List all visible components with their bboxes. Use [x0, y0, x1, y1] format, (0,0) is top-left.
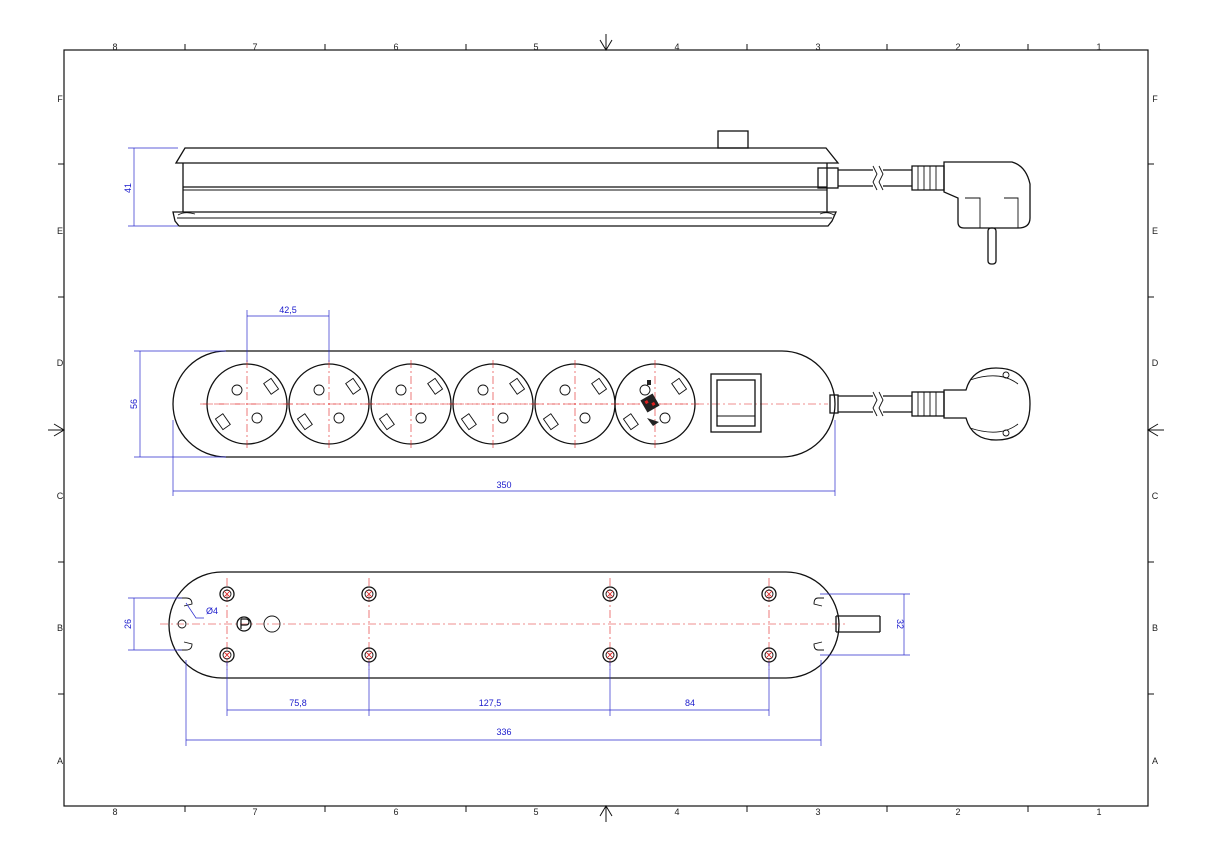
screw-5 [602, 586, 618, 602]
length-label: 350 [496, 480, 511, 490]
spacing-3-label: 84 [685, 698, 695, 708]
col-label-3-bottom: 3 [815, 807, 820, 817]
screw-1 [219, 586, 235, 602]
width-dimension: 56 [129, 350, 226, 458]
certification-mark-icon [640, 380, 660, 426]
screw-7 [761, 586, 777, 602]
row-label-d-left: D [57, 358, 64, 368]
col-label-3-top: 3 [815, 42, 820, 52]
cable-width-dimension: 32 [820, 593, 910, 656]
row-label-d-right: D [1152, 358, 1159, 368]
socket-pitch-label: 42,5 [279, 305, 297, 315]
plug-side [943, 161, 1031, 229]
cable-width-label: 32 [895, 619, 905, 629]
col-label-8-top: 8 [112, 42, 117, 52]
switch-button-side [717, 130, 749, 149]
col-label-8-bottom: 8 [112, 807, 117, 817]
row-label-f-left: F [57, 94, 63, 104]
screw-spacing-dimensions: 75,8 127,5 84 [226, 662, 770, 716]
col-label-6-bottom: 6 [393, 807, 398, 817]
overall-slot-dimension: 336 [185, 660, 822, 746]
row-label-b-left: B [57, 623, 63, 633]
col-label-5-top: 5 [533, 42, 538, 52]
mounting-slot-right [813, 597, 824, 651]
side-view [172, 130, 1031, 265]
col-label-4-bottom: 4 [674, 807, 679, 817]
col-label-6-top: 6 [393, 42, 398, 52]
row-label-f-right: F [1152, 94, 1158, 104]
screw-8 [761, 647, 777, 663]
width-label: 56 [129, 399, 139, 409]
spacing-2-label: 127,5 [479, 698, 502, 708]
mounting-slot-left [177, 597, 193, 651]
centering-marks [48, 34, 1164, 822]
col-label-2-bottom: 2 [955, 807, 960, 817]
hole-diameter-label: Ø4 [206, 606, 218, 616]
col-label-1-bottom: 1 [1096, 807, 1101, 817]
row-label-b-right: B [1152, 623, 1158, 633]
overall-label: 336 [496, 727, 511, 737]
spacing-1-label: 75,8 [289, 698, 307, 708]
power-strip-body-top [172, 350, 836, 458]
col-label-4-top: 4 [674, 42, 679, 52]
col-label-7-bottom: 7 [252, 807, 257, 817]
row-label-a-left: A [57, 756, 63, 766]
plug-top [943, 367, 1031, 441]
row-label-c-right: C [1152, 491, 1159, 501]
bottom-view [160, 571, 881, 679]
top-view [172, 350, 1031, 458]
col-label-2-top: 2 [955, 42, 960, 52]
col-label-1-top: 1 [1096, 42, 1101, 52]
drawing-frame: 8 7 6 5 4 3 2 1 8 7 6 5 4 3 2 1 F E D C … [48, 34, 1164, 822]
row-label-a-right: A [1152, 756, 1158, 766]
row-label-e-left: E [57, 226, 63, 236]
slot-width-dimension: 26 [123, 597, 182, 651]
power-switch [710, 373, 762, 433]
ground-symbol-icon [236, 616, 252, 632]
row-label-e-right: E [1152, 226, 1158, 236]
socket-6 [611, 360, 699, 448]
col-label-5-bottom: 5 [533, 807, 538, 817]
socket-pitch-dimension: 42,5 [246, 305, 330, 362]
side-height-dimension: 41 [123, 147, 178, 227]
length-dimension: 350 [172, 420, 836, 496]
side-height-label: 41 [123, 183, 133, 193]
slot-width-label: 26 [123, 619, 133, 629]
hole-diameter-callout: Ø4 [185, 602, 218, 619]
row-label-c-left: C [57, 491, 64, 501]
label-hole [263, 615, 281, 633]
col-label-7-top: 7 [252, 42, 257, 52]
screw-3 [361, 586, 377, 602]
power-strip-body-bottom [168, 571, 840, 679]
